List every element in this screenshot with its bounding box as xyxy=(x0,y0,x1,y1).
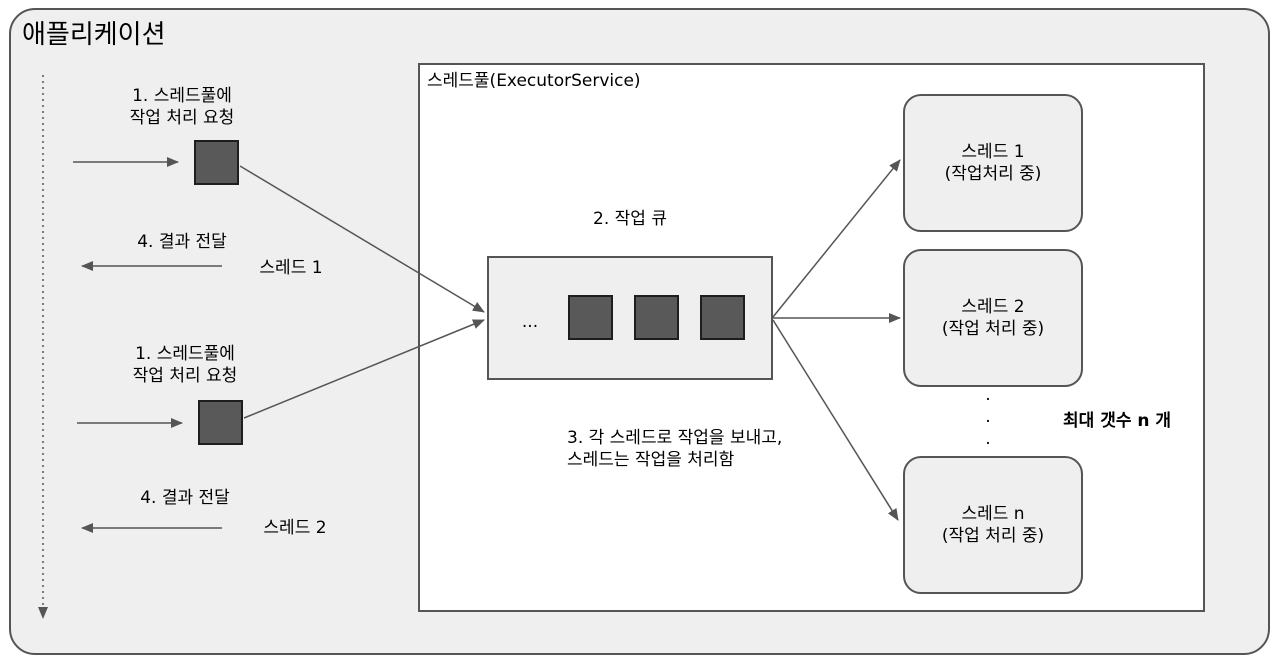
request-2-task xyxy=(198,400,243,445)
result-1-label: 4. 결과 전달 xyxy=(137,232,227,252)
request-1-line-1: 1. 스레드풀에 xyxy=(132,86,232,106)
queue-to-thread-1-arrow xyxy=(772,159,901,318)
queue-task-2 xyxy=(634,295,679,340)
dispatch-line-1: 3. 각 스레드로 작업을 보내고, xyxy=(567,428,783,448)
thread-n: 스레드 n (작업 처리 중) xyxy=(903,456,1083,594)
dispatch-line-2: 스레드는 작업을 처리함 xyxy=(567,450,735,470)
request-2-line-2: 작업 처리 요청 xyxy=(132,366,238,386)
request-1-line-2: 작업 처리 요청 xyxy=(129,108,235,128)
thread-2-status: (작업 처리 중) xyxy=(941,319,1045,339)
result-2-label: 4. 결과 전달 xyxy=(140,488,230,508)
application-title: 애플리케이션 xyxy=(22,20,166,50)
thread-2: 스레드 2 (작업 처리 중) xyxy=(903,249,1083,387)
thread-1-name: 스레드 1 xyxy=(961,142,1025,162)
thread-dot-3: . xyxy=(985,429,991,449)
thread-pool-title: 스레드풀(ExecutorService) xyxy=(427,71,641,91)
request-1-task xyxy=(194,140,239,185)
thread-2-name: 스레드 2 xyxy=(961,297,1025,317)
thread-dot-2: . xyxy=(985,407,991,427)
request-2-label: 1. 스레드풀에 작업 처리 요청 xyxy=(115,343,255,387)
result-2-thread: 스레드 2 xyxy=(263,518,327,538)
queue-ellipsis: ... xyxy=(521,312,539,332)
queue-label: 2. 작업 큐 xyxy=(593,209,667,229)
result-1-thread: 스레드 1 xyxy=(259,258,323,278)
thread-n-name: 스레드 n xyxy=(961,504,1025,524)
request-2-line-1: 1. 스레드풀에 xyxy=(135,344,235,364)
queue-to-thread-n-arrow xyxy=(772,319,899,521)
request-1-label: 1. 스레드풀에 작업 처리 요청 xyxy=(112,85,252,129)
thread-n-status: (작업 처리 중) xyxy=(941,526,1045,546)
queue-task-1 xyxy=(568,295,613,340)
task-2-to-queue-arrow xyxy=(243,319,485,419)
thread-dot-1: . xyxy=(985,385,991,405)
thread-1: 스레드 1 (작업처리 중) xyxy=(903,94,1083,232)
queue-task-3 xyxy=(700,295,745,340)
task-1-to-queue-arrow xyxy=(239,165,485,313)
dispatch-label: 3. 각 스레드로 작업을 보내고, 스레드는 작업을 처리함 xyxy=(567,427,782,471)
max-threads-label: 최대 갯수 n 개 xyxy=(1063,411,1172,431)
thread-1-status: (작업처리 중) xyxy=(944,164,1042,184)
